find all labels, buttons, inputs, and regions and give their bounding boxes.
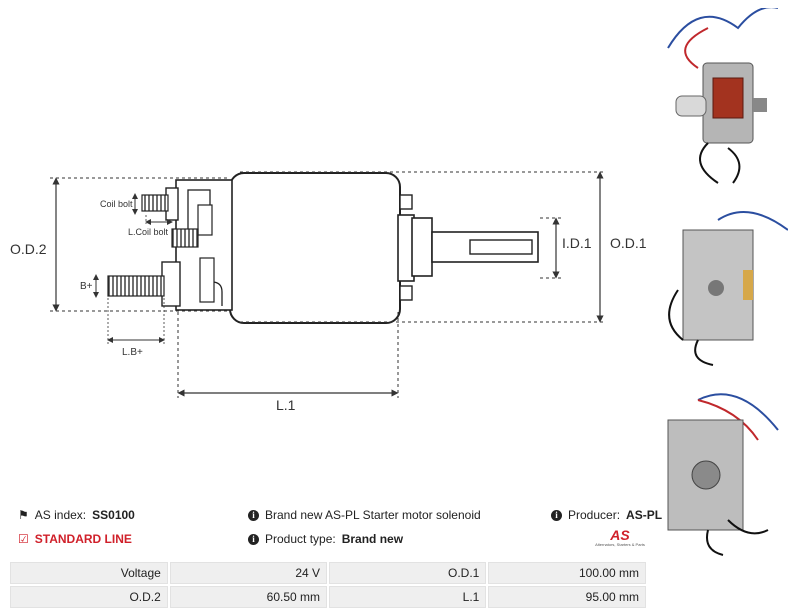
- info-icon: i: [248, 509, 259, 521]
- product-photo-side: [667, 8, 778, 184]
- id1-label: I.D.1: [562, 235, 592, 251]
- logo-mark: AS: [610, 527, 630, 543]
- description-text: Brand new AS-PL Starter motor solenoid: [265, 508, 481, 522]
- checkbox-icon: ☑: [18, 532, 29, 546]
- producer: i Producer: AS-PL: [551, 508, 662, 522]
- b-plus-label: B+: [80, 281, 93, 292]
- od2-label: O.D.2: [10, 241, 47, 257]
- logo-tagline: Alternators, Starters & Parts: [595, 542, 645, 547]
- technical-drawing: O.D.2 O.D.1 I.D.1 L.1 Coil bolt L.Coil b…: [10, 171, 647, 413]
- standard-line: ☑ STANDARD LINE: [18, 532, 132, 546]
- spec-label: Voltage: [10, 562, 168, 584]
- description: i Brand new AS-PL Starter motor solenoid: [248, 508, 481, 522]
- producer-label: Producer:: [568, 508, 621, 522]
- product-photo-front: [667, 393, 779, 556]
- spec-label: O.D.1: [329, 562, 487, 584]
- as-index-label: AS index:: [34, 508, 87, 522]
- standard-line-label: STANDARD LINE: [34, 532, 132, 546]
- as-index: ⚑ AS index: SS0100: [18, 508, 135, 522]
- plunger: [411, 217, 433, 277]
- table-row: O.D.2 60.50 mm L.1 95.00 mm: [10, 586, 646, 608]
- brand-logo: AS Alternators, Starters & Parts: [590, 528, 650, 547]
- l-coil-bolt: [171, 228, 199, 248]
- l1-label: L.1: [276, 397, 296, 413]
- product-type-label: Product type:: [265, 532, 336, 546]
- info-icon: i: [248, 533, 259, 545]
- l-b-plus-label: L.B+: [122, 347, 143, 358]
- coil-bolt: [141, 194, 169, 212]
- spec-value: 24 V: [169, 562, 328, 584]
- info-icon: i: [551, 509, 562, 521]
- product-type-value: Brand new: [341, 532, 404, 546]
- product-photo-back: [668, 211, 788, 366]
- spec-label: L.1: [329, 586, 487, 608]
- specs-table: Voltage 24 V O.D.1 100.00 mm O.D.2 60.50…: [8, 560, 648, 610]
- l-coil-bolt-label: L.Coil bolt: [128, 227, 169, 237]
- od1-label: O.D.1: [610, 235, 647, 251]
- spec-value: 60.50 mm: [169, 586, 328, 608]
- spec-value: 95.00 mm: [488, 586, 646, 608]
- tag-icon: ⚑: [18, 508, 29, 522]
- coil-bolt-label: Coil bolt: [100, 199, 133, 209]
- solenoid-body: [229, 172, 401, 324]
- as-index-value: SS0100: [92, 508, 135, 522]
- table-row: Voltage 24 V O.D.1 100.00 mm: [10, 562, 646, 584]
- product-type: i Product type: Brand new: [248, 532, 403, 546]
- spec-label: O.D.2: [10, 586, 168, 608]
- spec-value: 100.00 mm: [488, 562, 646, 584]
- b-plus-bolt: [107, 275, 165, 297]
- producer-value: AS-PL: [626, 508, 663, 522]
